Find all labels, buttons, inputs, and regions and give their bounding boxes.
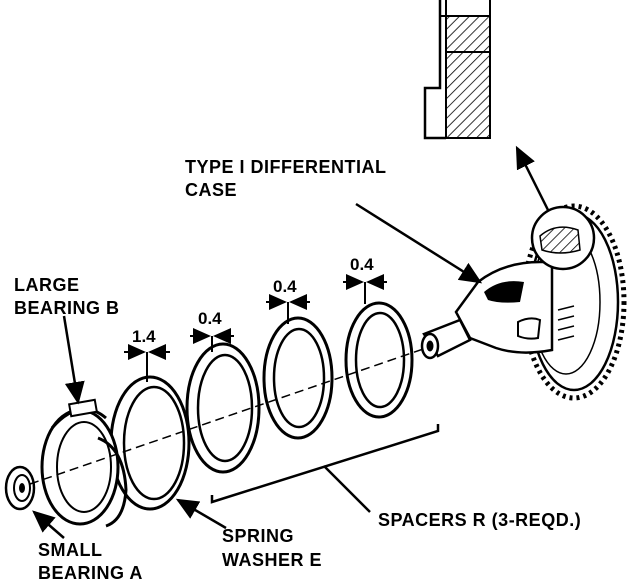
small-bearing-label-line2: BEARING A — [38, 563, 143, 582]
spacer-r-3 — [344, 301, 414, 419]
small-bearing-a — [4, 465, 36, 511]
case-label-line2: CASE — [185, 180, 237, 200]
spacers-leader — [323, 465, 371, 513]
differential-case — [420, 203, 627, 401]
large-bearing-label-line2: BEARING B — [14, 298, 120, 318]
small-bearing-label-line1: SMALL — [38, 540, 103, 560]
case-leader-arrow — [355, 202, 483, 284]
dim-mark-spacer-3 — [343, 274, 387, 304]
dim-label-spacer-3: 0.4 — [350, 255, 374, 274]
spring-washer-label-line2: WASHER E — [222, 550, 322, 570]
spring-washer-leader-arrow — [175, 498, 227, 530]
small-bearing-leader-arrow — [32, 510, 65, 539]
assembly-axis — [29, 345, 433, 485]
large-bearing-label-line1: LARGE — [14, 275, 80, 295]
dim-mark-spacer-2 — [266, 294, 310, 324]
detail-callout-arrow — [515, 145, 550, 211]
dim-label-spacer-1: 0.4 — [198, 309, 222, 328]
dim-mark-spacer-1 — [190, 328, 234, 352]
spring-washer-label-line1: SPRING — [222, 526, 294, 546]
large-bearing-leader-arrow — [62, 315, 85, 405]
spacer-r-1 — [185, 342, 261, 474]
dim-mark-spring-washer — [124, 344, 170, 382]
case-label-line1: TYPE I DIFFERENTIAL — [185, 157, 387, 177]
dim-label-spacer-2: 0.4 — [273, 277, 297, 296]
spacer-r-2 — [262, 316, 334, 440]
case-section-detail — [423, 0, 491, 140]
spacers-label: SPACERS R (3-REQD.) — [378, 510, 581, 530]
dim-label-spring-washer: 1.4 — [132, 327, 156, 346]
large-bearing-b — [40, 398, 128, 528]
